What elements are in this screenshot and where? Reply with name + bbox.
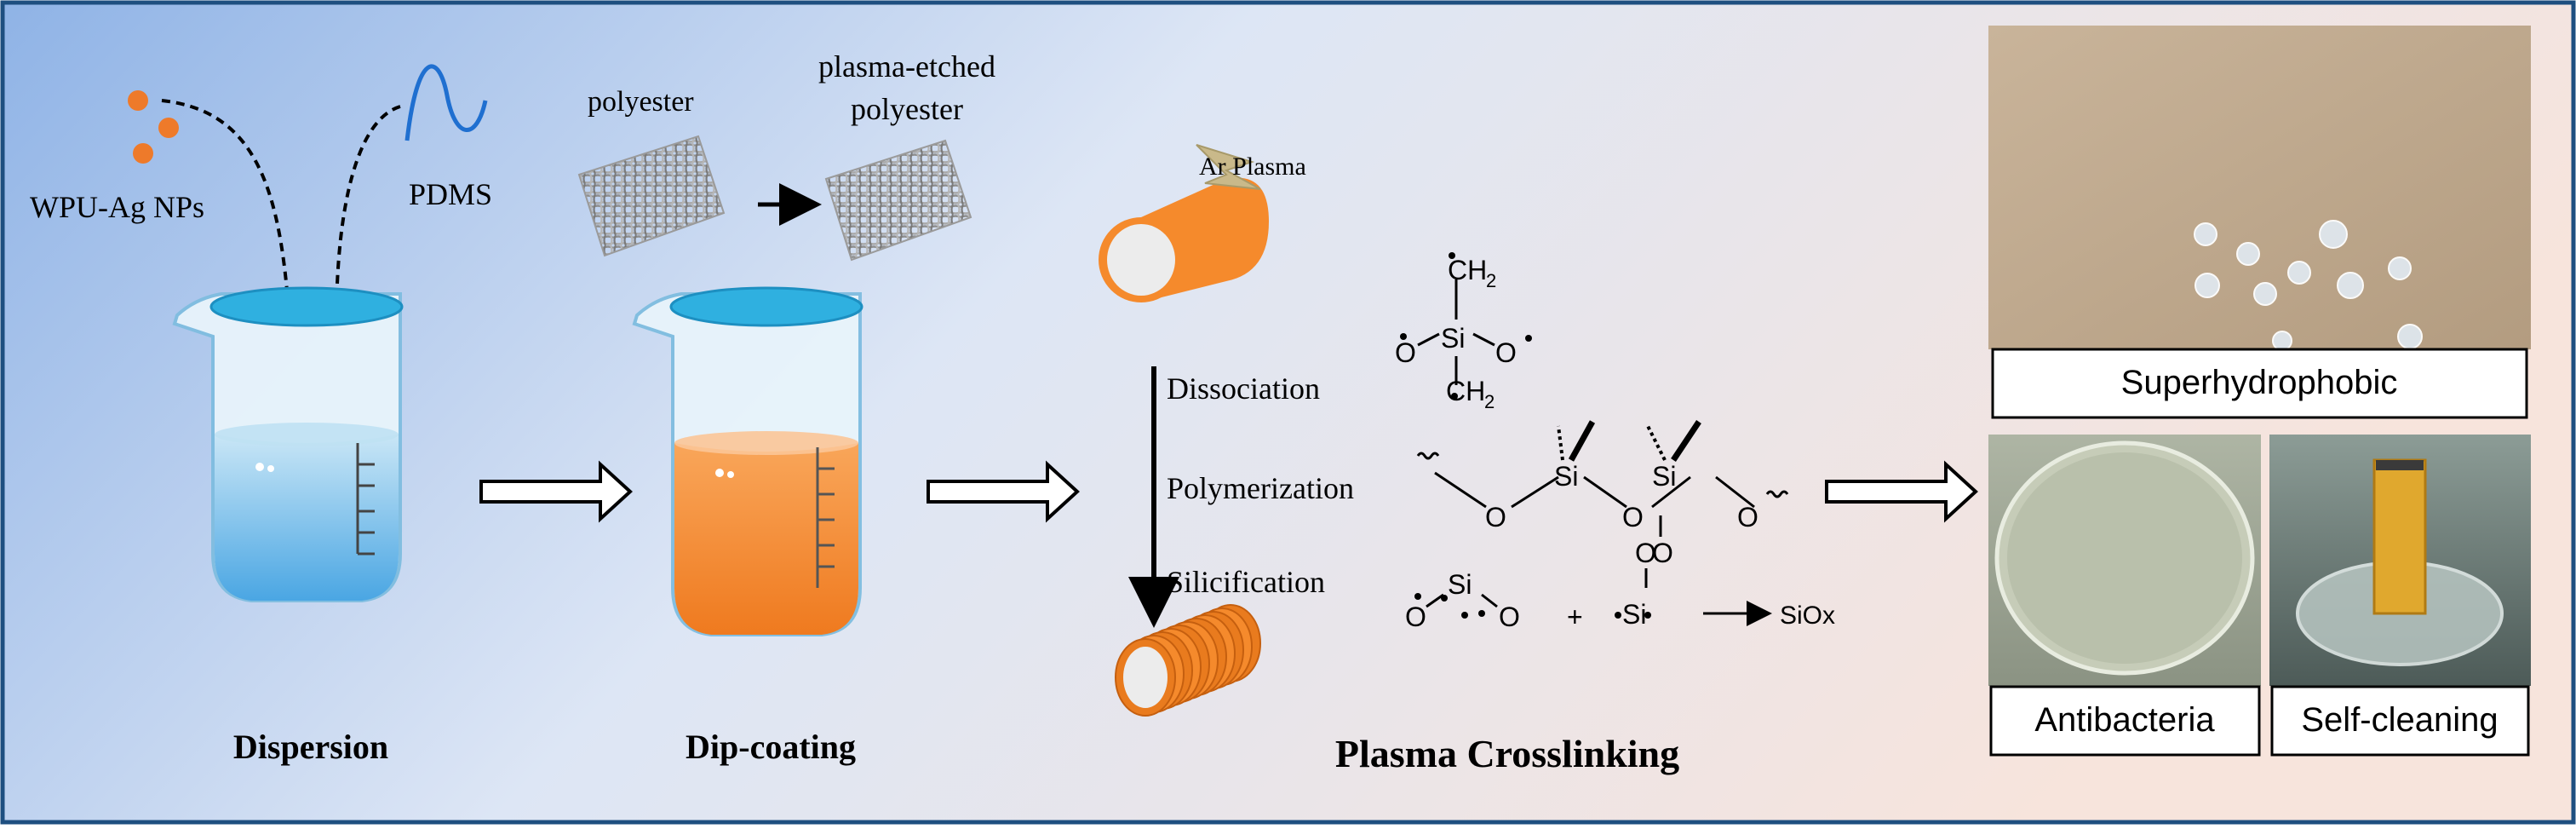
chem-o-3: O: [1737, 502, 1758, 533]
chem-sub-top: 2: [1486, 270, 1496, 291]
fiber-core: [1123, 647, 1168, 708]
hollow-arrow-2: [927, 460, 1080, 523]
chem-o-1: O: [1485, 502, 1506, 533]
chem-si-sil-1: Si: [1448, 569, 1472, 600]
nanoparticle-icon: [158, 118, 179, 138]
chem-o-sil-1: O: [1405, 602, 1426, 632]
plasma-etched-polyester-fabric: [824, 139, 972, 262]
label-silicification: Silicification: [1167, 565, 1325, 599]
chem-o-right: O: [1495, 337, 1517, 368]
superhydrophobic-panel: [1988, 26, 2531, 419]
feed-line-pdms: [335, 105, 401, 325]
label-plasma-etched: plasma-etched: [818, 49, 995, 83]
dissociation-structure: [1417, 279, 1495, 385]
label-polyester: polyester: [588, 86, 694, 118]
dispersion-beaker: [128, 64, 488, 602]
chem-o-left: O: [1395, 337, 1416, 368]
pdms-wave-icon: [404, 64, 488, 141]
chem-si-2: Si: [1652, 461, 1676, 492]
label-polymerization: Polymerization: [1167, 471, 1354, 505]
label-ar-plasma: Ar Plasma: [1199, 153, 1306, 181]
fiber-cylinder-top: [1099, 177, 1269, 302]
chem-si-sil-2: Si: [1622, 599, 1646, 630]
water-droplets: [2194, 220, 2423, 351]
chem-o-sil-3: O: [1635, 538, 1656, 568]
label-pdms: PDMS: [409, 177, 492, 211]
chem-si-dissociation: Si: [1441, 323, 1465, 354]
step-dip-coating: Dip-coating: [686, 728, 856, 766]
label-wpu-ag: WPU-Ag NPs: [30, 190, 204, 224]
coated-fiber-cylinder: [1115, 604, 1261, 717]
hollow-arrow-3: [1825, 460, 1978, 523]
antibacteria-panel: [1988, 435, 2261, 757]
nanoparticle-icon: [128, 90, 148, 111]
chemistry-labels: CH 2 Si O O CH 2 O Si O Si O O O Si O + …: [1395, 255, 1835, 632]
step-dispersion: Dispersion: [233, 728, 388, 766]
label-self-cleaning: Self-cleaning: [2301, 701, 2498, 739]
chem-ch2-bottom: CH: [1446, 376, 1485, 406]
chem-o-4: O: [1652, 538, 1673, 568]
polyester-fabric: [577, 135, 726, 257]
label-dissociation: Dissociation: [1167, 371, 1320, 406]
hollow-arrow-1: [479, 460, 633, 523]
chem-o-2: O: [1622, 502, 1644, 533]
silicification-structure: [1426, 568, 1772, 626]
chem-sub-bottom: 2: [1484, 391, 1495, 412]
fabric-strip: [2372, 458, 2427, 615]
self-cleaning-panel: [2269, 435, 2531, 757]
nanoparticle-icon: [133, 143, 153, 164]
chem-ch2-top: CH: [1448, 255, 1487, 285]
step-arrows: [479, 460, 1978, 523]
chem-plus: +: [1567, 602, 1583, 632]
polymerization-chain: [1416, 420, 1789, 537]
dip-coating-beaker: [632, 286, 863, 636]
lightning-icon: [1196, 144, 1261, 190]
label-superhydrophobic: Superhydrophobic: [2121, 364, 2398, 401]
feed-line-wpu: [161, 99, 291, 325]
chem-siox: SiOx: [1780, 602, 1835, 630]
chem-si-1: Si: [1554, 461, 1578, 492]
step-plasma-crosslinking: Plasma Crosslinking: [1335, 732, 1679, 775]
label-antibacteria: Antibacteria: [2034, 701, 2215, 739]
radical-dots: [1400, 252, 1651, 619]
label-etched-polyester: polyester: [851, 92, 963, 126]
chem-o-sil-2: O: [1499, 602, 1520, 632]
